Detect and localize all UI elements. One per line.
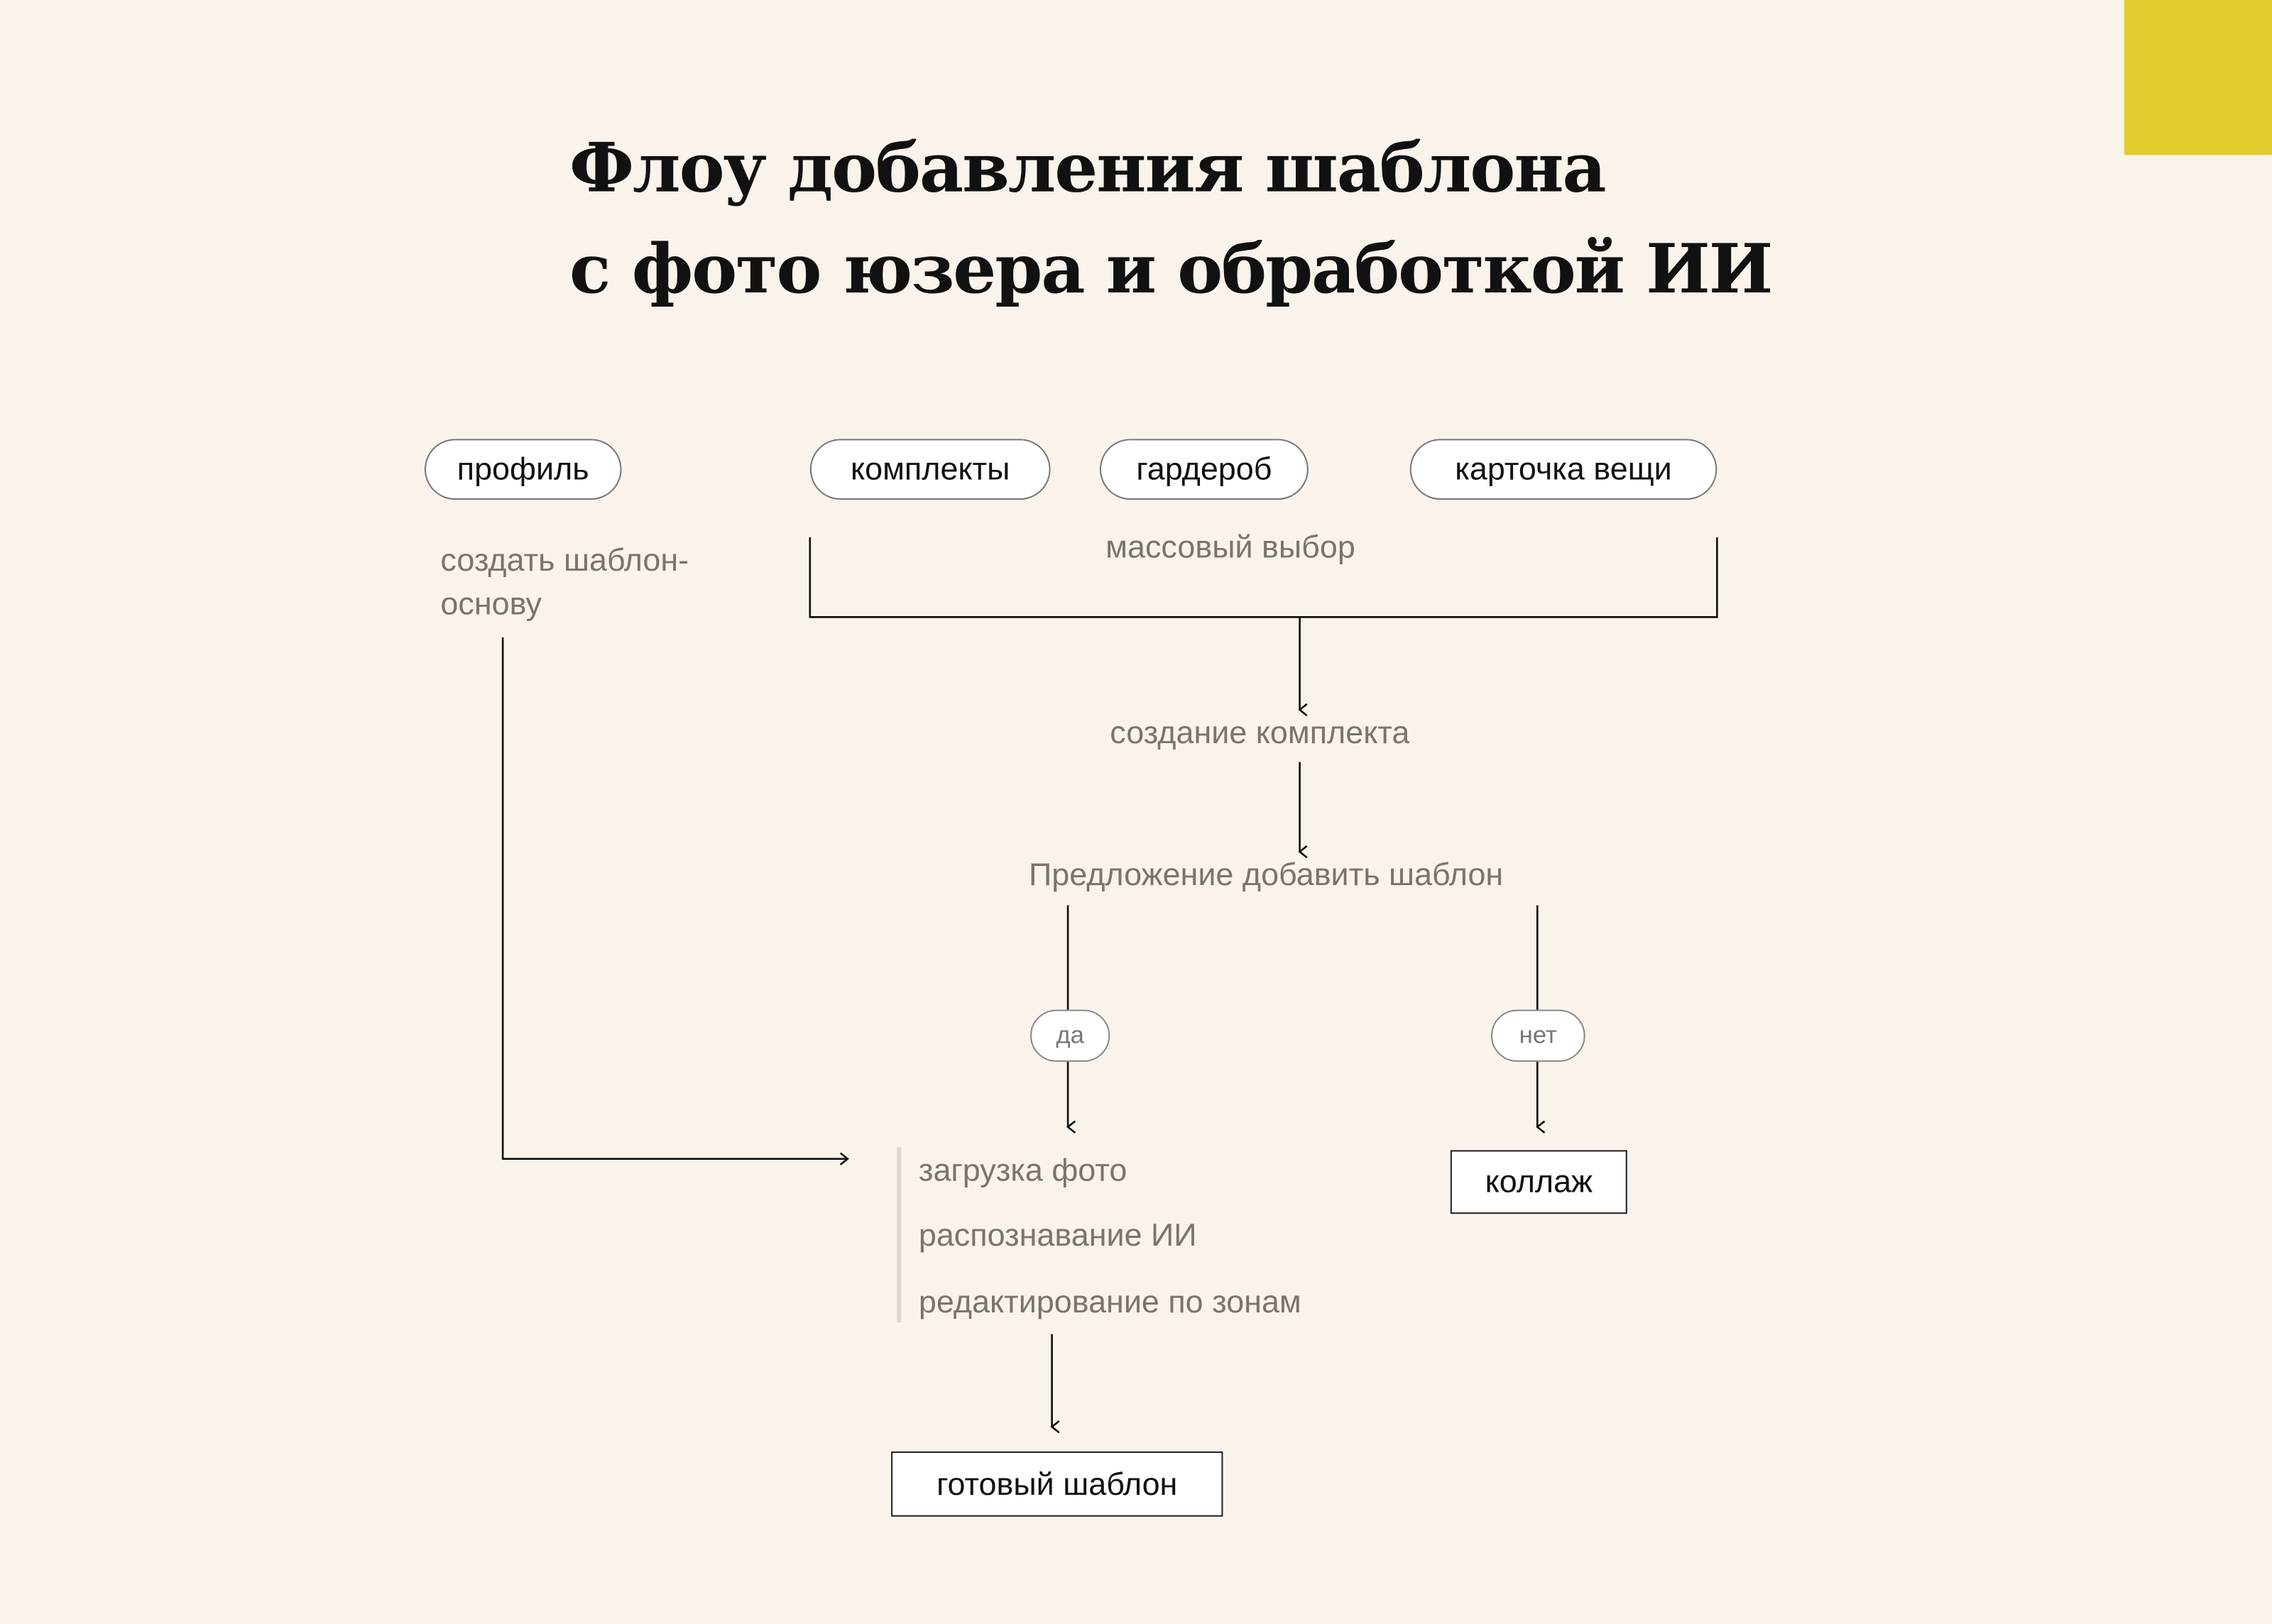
decision-no: нет	[1490, 1009, 1585, 1062]
steps-group-bar	[897, 1147, 902, 1323]
entry-outfits: комплекты	[809, 439, 1051, 500]
step-upload-photo: загрузка фото	[918, 1151, 1127, 1188]
entry-profile: профиль	[424, 439, 622, 500]
title-line-1: Флоу добавления шаблона	[569, 128, 1607, 209]
entry-wardrobe: гардероб	[1099, 439, 1309, 500]
result-ready-template: готовый шаблон	[891, 1451, 1223, 1517]
step-ai-recognition: распознавание ИИ	[918, 1217, 1197, 1253]
offer-add-template-label: Предложение добавить шаблон	[1028, 856, 1504, 893]
arrow-profile-to-steps	[501, 637, 848, 1159]
create-base-template-label: создать шаблон-основу	[440, 542, 689, 622]
step-edit-zones: редактирование по зонам	[918, 1283, 1301, 1320]
result-collage: коллаж	[1450, 1150, 1627, 1214]
decision-yes: да	[1030, 1009, 1110, 1062]
page-title: Флоу добавления шаблона с фото юзера и о…	[569, 119, 1773, 322]
accent-block	[2124, 0, 2272, 155]
title-line-2: с фото юзера и обработкой ИИ	[569, 230, 1773, 310]
bulk-select-bracket	[809, 537, 1718, 618]
bulk-select-label: массовый выбор	[1105, 528, 1355, 565]
create-outfit-label: создание комплекта	[1110, 714, 1410, 751]
entry-item-card: карточка вещи	[1409, 439, 1717, 500]
